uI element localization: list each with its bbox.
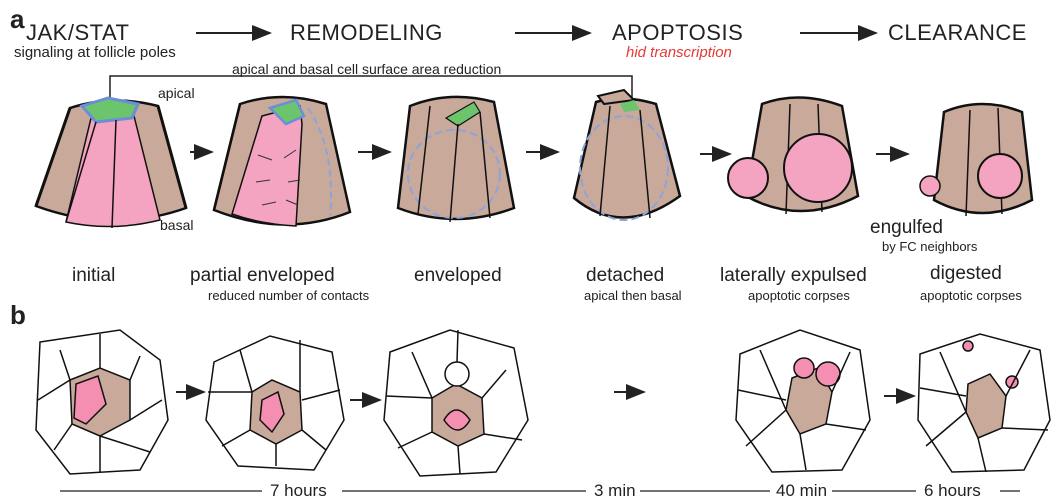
- stage-remodeling: REMODELING: [290, 22, 443, 44]
- sheet-5: [918, 334, 1050, 472]
- duration-40-min: 40 min: [772, 482, 831, 499]
- sheet-2: [206, 336, 344, 470]
- step-sub-detached: apical then basal: [584, 289, 682, 302]
- sheet-3: [384, 330, 528, 476]
- panel-label-a: a: [10, 6, 24, 32]
- step-label-detached: detached: [586, 266, 664, 285]
- engulfed-sub-label: by FC neighbors: [882, 240, 977, 253]
- duration-3-min: 3 min: [590, 482, 640, 499]
- step-sub-digested: apoptotic corpses: [920, 289, 1022, 302]
- stage-clearance: CLEARANCE: [888, 22, 1027, 44]
- duration-6-hours: 6 hours: [920, 482, 985, 499]
- stage-jak-stat-sub: signaling at follicle poles: [14, 45, 176, 60]
- step-sub-partial-enveloped: reduced number of contacts: [208, 289, 369, 302]
- basal-label: basal: [160, 218, 193, 232]
- engulfed-label: engulfed: [870, 218, 943, 237]
- apical-label: apical: [158, 86, 195, 100]
- step-label-digested: digested: [930, 264, 1002, 283]
- duration-7-hours: 7 hours: [266, 482, 331, 499]
- step-label-initial: initial: [72, 266, 115, 285]
- step-label-partial-enveloped: partial enveloped: [190, 266, 335, 285]
- stage-apoptosis: APOPTOSIS: [612, 22, 743, 44]
- cell-detached: [574, 90, 680, 220]
- sheet-1: [36, 330, 168, 474]
- panel-label-b: b: [10, 302, 26, 328]
- step-sub-laterally-expulsed: apoptotic corpses: [748, 289, 850, 302]
- stage-apoptosis-sub: hid transcription: [626, 45, 732, 60]
- cell-initial: [36, 98, 186, 228]
- step-label-enveloped: enveloped: [414, 266, 502, 285]
- cell-digested: [920, 104, 1032, 216]
- cell-partial-enveloped: [214, 97, 350, 226]
- cell-enveloped: [398, 97, 514, 222]
- step-label-laterally-expulsed: laterally expulsed: [720, 266, 867, 285]
- stage-jak-stat: JAK/STAT: [26, 22, 129, 44]
- cell-laterally-expulsed: [728, 97, 858, 214]
- sheet-4: [736, 330, 870, 472]
- bracket-label: apical and basal cell surface area reduc…: [232, 62, 501, 76]
